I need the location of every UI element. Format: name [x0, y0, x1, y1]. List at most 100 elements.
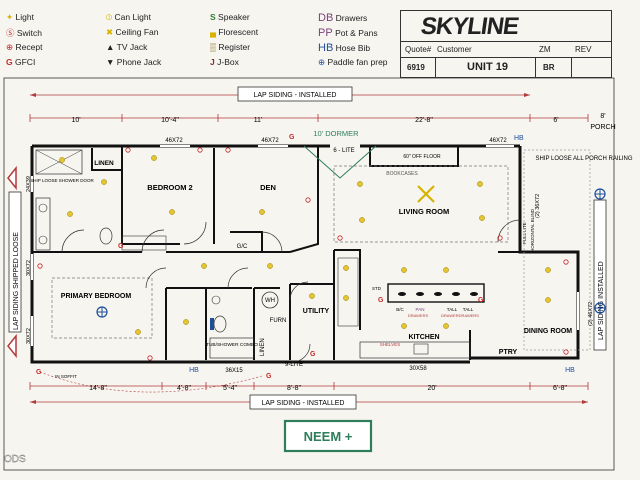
left-arrow-top — [7, 165, 17, 191]
left-siding-label: LAP SIDING SHIPPED LOOSE — [13, 232, 20, 330]
tub-shower — [209, 337, 255, 359]
room-furn: FURN — [270, 318, 287, 324]
dormer-label: 10' DORMER — [313, 129, 359, 138]
window-30x58: 30X58 — [409, 366, 427, 372]
window-46x72-b: 46X72 — [261, 138, 279, 144]
horizontal-blind-note: HORIZONTAL BLIND — [530, 208, 535, 252]
shower — [35, 149, 83, 175]
dim-top-1: 10' — [71, 117, 80, 124]
living-dormer-ceiling — [333, 165, 509, 243]
primary-tray-ceiling — [51, 277, 153, 339]
legend-item-pot-pans: PP Pot & Pans — [318, 27, 378, 39]
room-linen-top: LINEN — [94, 160, 114, 167]
windows — [31, 145, 579, 346]
left-window-3: 30X72 — [26, 328, 32, 344]
island-label-tall-2: TALL — [463, 307, 474, 312]
exterior-walls — [30, 144, 580, 364]
closet-shelf — [121, 235, 167, 251]
towel-bar — [210, 318, 214, 330]
porch-railing-note: SHIP LOOSE ALL PORCH RAILING — [535, 156, 632, 162]
svg-text:G: G — [36, 369, 42, 376]
tub-shower-label: TUB/SHOWER COMBO — [206, 342, 258, 348]
bookcases-note: BOOKCASES — [386, 171, 418, 177]
customer-label: Customer — [437, 45, 472, 54]
island-label-pan: PAN — [416, 307, 425, 312]
legend-item-paddle-fan-prep: ⊕ Paddle fan prep — [318, 57, 388, 67]
paddle-fan-prep-icon: ⊕ — [318, 57, 326, 67]
kitchen-sink-icon — [413, 343, 429, 355]
title-block: SKYLINE Quote# Customer ZM REV 6919 UNIT… — [400, 10, 612, 78]
door-swings — [61, 219, 521, 363]
light-icon: ✦ — [6, 12, 14, 22]
drawers-icon: DB — [318, 12, 334, 24]
room-dining: DINING ROOM — [524, 328, 572, 335]
dim-bottom-4: 8'-8" — [287, 385, 301, 392]
shower-door-note: SHIP LOOSE SHOWER DOOR — [30, 178, 94, 183]
florescent-icon: ▄ — [210, 27, 217, 37]
right-window-1: (2) 36X72 — [535, 194, 541, 218]
dim-top-3: 11' — [254, 117, 263, 124]
phone-jack-icon: ▼ — [106, 57, 115, 67]
ceiling-fan-icon: ✖ — [106, 27, 114, 37]
plan-border — [3, 77, 615, 471]
legend-item-light: ✦ Light — [6, 12, 34, 22]
jbox-icon: J — [210, 57, 215, 67]
std-note: STD — [372, 286, 382, 291]
legend-item-hose-bib: HB Hose Bib — [318, 42, 371, 54]
water-heater-icon — [261, 291, 279, 309]
legend-item-tv-jack: ▲ TV Jack — [106, 42, 148, 52]
neem-badge — [283, 419, 373, 453]
legend-item-can-light: ⦶ Can Light — [106, 12, 151, 22]
room-gc: G/C — [237, 244, 248, 250]
island-sub-drawers: DRAWERS — [408, 313, 429, 318]
can-light-icons — [59, 155, 551, 335]
legend-item-florescent: ▄ Florescent — [210, 27, 259, 37]
legend-item-drawers: DB Drawers — [318, 12, 368, 24]
ods-watermark: ODS — [4, 454, 26, 465]
right-window-2: (2) 46X72 — [588, 302, 594, 326]
legend-item-gfci: G GFCI — [6, 57, 36, 67]
customer-value: UNIT 19 — [467, 61, 508, 73]
legend-item-ceiling-fan: ✖ Ceiling Fan — [106, 27, 159, 37]
sink-icon — [211, 295, 221, 305]
switch-icon: Ⓢ — [6, 28, 15, 38]
room-living: LIVING ROOM — [399, 207, 449, 216]
hose-bib-top: HB — [514, 135, 524, 142]
dormer-lines — [303, 145, 377, 179]
dim-bottom-5: 20' — [427, 385, 436, 392]
room-primary-bedroom: PRIMARY BEDROOM — [61, 293, 132, 300]
pot-pans-icon: PP — [318, 27, 333, 39]
zm-label: ZM — [539, 45, 551, 54]
quote-label: Quote# — [405, 45, 432, 54]
island-sub-drawers-2: DRAWERDRAWERS — [441, 313, 479, 318]
island-label-bc: B/C — [396, 307, 404, 312]
dim-bottom-3: 5'-4" — [223, 385, 237, 392]
off-floor-note: 60" OFF FLOOR — [403, 154, 441, 160]
full-lite-note: FULL LITE — [522, 222, 527, 244]
six-lite-label: 6 - LITE — [333, 148, 354, 154]
hose-bib-bottom-right: HB — [565, 367, 575, 374]
top-siding-label: LAP SIDING - INSTALLED — [254, 92, 337, 99]
svg-text:G: G — [310, 351, 316, 358]
vanity — [35, 197, 51, 251]
dim-top-4: 22'-8" — [415, 117, 433, 124]
svg-text:G: G — [266, 373, 272, 380]
svg-text:G: G — [478, 297, 484, 304]
porch-label: PORCH — [590, 124, 615, 131]
svg-text:G: G — [118, 243, 124, 250]
register-icon: ▒ — [210, 42, 217, 52]
room-utility: UTILITY — [303, 308, 330, 315]
porch-depth: 8' — [600, 113, 605, 120]
neem-label: NEEM + — [304, 429, 353, 444]
room-den: DEN — [260, 183, 276, 192]
toilet-icon — [213, 315, 227, 333]
in-soffit-note: IN SOFFIT — [55, 374, 77, 379]
room-wh: WH — [265, 298, 275, 304]
gfci-icon: G — [6, 57, 13, 67]
shelves-note: SHELVES — [380, 342, 400, 347]
dim-top-2: 10'-4" — [161, 117, 179, 124]
zm-value: BR — [543, 63, 555, 72]
kitchen-island — [387, 283, 485, 303]
